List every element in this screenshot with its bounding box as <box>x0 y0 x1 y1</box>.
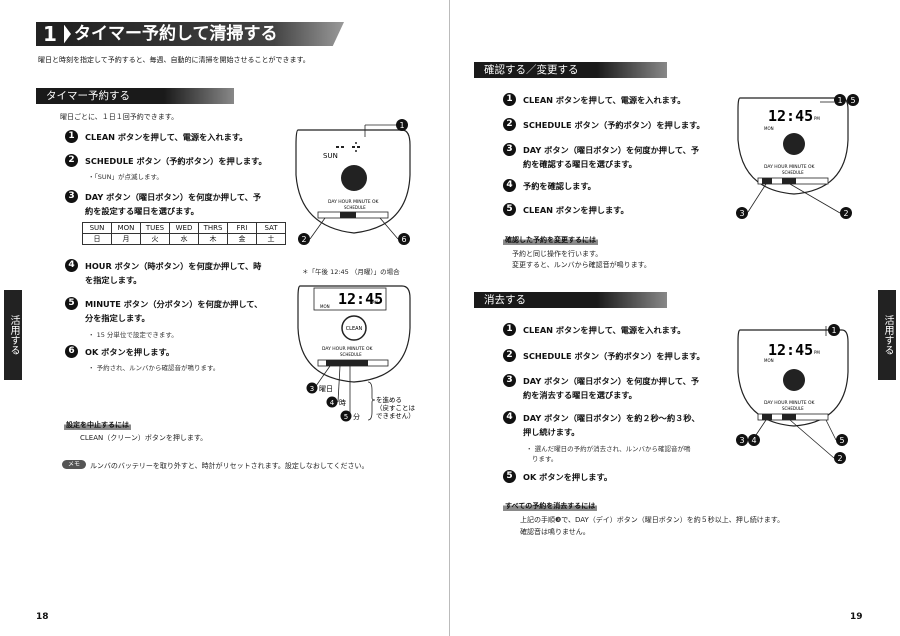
button-labels: DAY HOUR MINUTE OK <box>322 346 374 352</box>
step-5-note: ・ 15 分単位で設定できます。 <box>88 331 178 339</box>
delete-step-4-note-2: ります。 <box>532 455 558 463</box>
time-display: 12:45 <box>338 290 383 308</box>
change-text-2: 変更すると、ルンバから確認音が鳴ります。 <box>512 261 651 269</box>
day-jp: 月 <box>111 233 141 245</box>
clean-button: CLEAN <box>346 326 363 332</box>
callout-1: 1 <box>399 121 404 130</box>
callout-day-label: 曜日 <box>319 385 333 393</box>
side-tab-right: 活用する <box>878 290 896 380</box>
page-number-left: 18 <box>36 612 49 622</box>
callout-1: 1 <box>837 96 842 105</box>
schedule-label: SCHEDULE <box>782 406 804 411</box>
step-2-note: ・「SUN」が点滅します。 <box>88 173 163 181</box>
intro-text: 曜日と時刻を指定して予約すると、毎週、自動的に清掃を開始させることができます。 <box>38 56 310 64</box>
button-labels: DAY HOUR MINUTE OK <box>328 199 380 205</box>
left-page: 1 タイマー予約して清掃する 曜日と時刻を指定して予約すると、毎週、自動的に清掃… <box>4 22 416 622</box>
day-jp: 水 <box>169 233 199 245</box>
day-en: FRI <box>227 222 257 234</box>
time-display: 12:45 <box>768 107 813 125</box>
change-text-1: 予約と同じ操作を行います。 <box>512 250 603 258</box>
callout-4: 4 <box>330 399 335 407</box>
section-header-timer: タイマー予約する <box>36 88 234 104</box>
day-jp: 火 <box>140 233 170 245</box>
callout-3: 3 <box>739 436 744 445</box>
page-number-right: 19 <box>850 612 863 622</box>
day-indicator: SUN <box>323 152 338 160</box>
callout-5: 5 <box>344 413 348 421</box>
callout-hour-label: 時 <box>339 399 346 407</box>
brace-note-1: を進める <box>376 395 402 404</box>
delete-step-4-line2: 押し続けます。 <box>523 427 580 437</box>
chapter-title: 1 タイマー予約して清掃する <box>36 22 344 46</box>
day-indicator: MON <box>764 126 774 131</box>
step-3-line2: 約を設定する曜日を選びます。 <box>85 206 199 216</box>
brace-note-3: できません） <box>376 412 415 420</box>
pm-indicator: PM <box>814 116 820 121</box>
day-en: THRS <box>198 222 228 234</box>
delete-step-3-line2: 約を消去する曜日を選びます。 <box>523 390 637 400</box>
delete-all-heading: すべての予約を消去するには <box>503 501 598 511</box>
section-header-confirm: 確認する／変更する <box>474 62 667 78</box>
memo-text: ルンバのバッテリーを取り外すと、時計がリセットされます。設定しなおしてください。 <box>90 462 369 470</box>
side-tab-left: 活用する <box>4 290 22 380</box>
chapter-number: 1 <box>36 22 64 46</box>
delete-all-text-2: 確認音は鳴りません。 <box>520 528 590 536</box>
day-indicator: MON <box>320 304 330 309</box>
callout-2: 2 <box>837 454 842 463</box>
section-note: 曜日ごとに、１日１回予約できます。 <box>60 113 179 121</box>
callout-3: 3 <box>310 385 314 393</box>
cancel-text: CLEAN（クリーン）ボタンを押します。 <box>80 434 208 442</box>
callout-1: 1 <box>831 326 836 335</box>
delete-step-4-note-1: ・ 選んだ曜日の予約が消去され、ルンバから確認音が鳴 <box>526 445 691 453</box>
step-5-line2: 分を指定します。 <box>85 313 150 323</box>
day-indicator: MON <box>764 358 774 363</box>
day-jp: 土 <box>256 233 286 245</box>
delete-all-text-1: 上記の手順❸で、DAY（デイ）ボタン（曜日ボタン）を約５秒以上、押し続けます。 <box>520 516 785 524</box>
confirm-step-3-line2: 約を確認する曜日を選びます。 <box>523 159 637 169</box>
example-panel-diagram: 12:45 PM MON CLEAN DAY HOUR MINUTE OK SC… <box>297 285 416 422</box>
day-jp: 木 <box>198 233 228 245</box>
day-en: MON <box>111 222 141 234</box>
example-note: ＊「午後 12:45 （月曜）」の場合 <box>302 268 400 276</box>
brace-note-2: （戻すことは <box>376 403 416 412</box>
schedule-label: SCHEDULE <box>782 170 804 175</box>
schedule-label: SCHEDULE <box>340 352 362 357</box>
callout-2: 2 <box>843 209 848 218</box>
schedule-label: SCHEDULE <box>344 205 366 210</box>
day-en: SAT <box>256 222 286 234</box>
step-6-note: ・ 予約され、ルンバから確認音が鳴ります。 <box>88 364 220 372</box>
chapter-title-text: タイマー予約して清掃する <box>64 22 344 46</box>
callout-min-label: 分 <box>353 412 360 421</box>
page-gutter <box>449 0 450 636</box>
confirm-panel-diagram: 12:45 PM MON DAY HOUR MINUTE OK SCHEDULE… <box>736 94 859 219</box>
day-jp: 金 <box>227 233 257 245</box>
button-labels: DAY HOUR MINUTE OK <box>764 400 816 406</box>
button-labels: DAY HOUR MINUTE OK <box>764 164 816 170</box>
section-header-delete: 消去する <box>474 292 667 308</box>
callout-2: 2 <box>301 235 306 244</box>
cancel-heading: 設定を中止するには <box>64 420 131 430</box>
time-display: 12:45 <box>768 341 813 359</box>
pm-indicator: PM <box>814 350 820 355</box>
pm-indicator: PM <box>372 300 378 305</box>
day-jp: 日 <box>82 233 112 245</box>
callout-3: 3 <box>739 209 744 218</box>
change-heading: 確認した予約を変更するには <box>503 235 598 245</box>
callout-4: 4 <box>751 436 756 445</box>
step-4-line2: を指定します。 <box>85 275 142 285</box>
day-en: SUN <box>82 222 112 234</box>
callout-5: 5 <box>850 96 855 105</box>
callout-6: 6 <box>401 235 406 244</box>
schedule-panel-diagram: SUN DAY HOUR MINUTE OK SCHEDULE 1 2 6 <box>295 119 411 245</box>
delete-panel-diagram: 12:45 PM MON DAY HOUR MINUTE OK SCHEDULE… <box>736 324 849 464</box>
callout-5: 5 <box>839 436 844 445</box>
day-en: TUES <box>140 222 170 234</box>
memo-badge: メモ <box>62 460 86 469</box>
day-en: WED <box>169 222 199 234</box>
